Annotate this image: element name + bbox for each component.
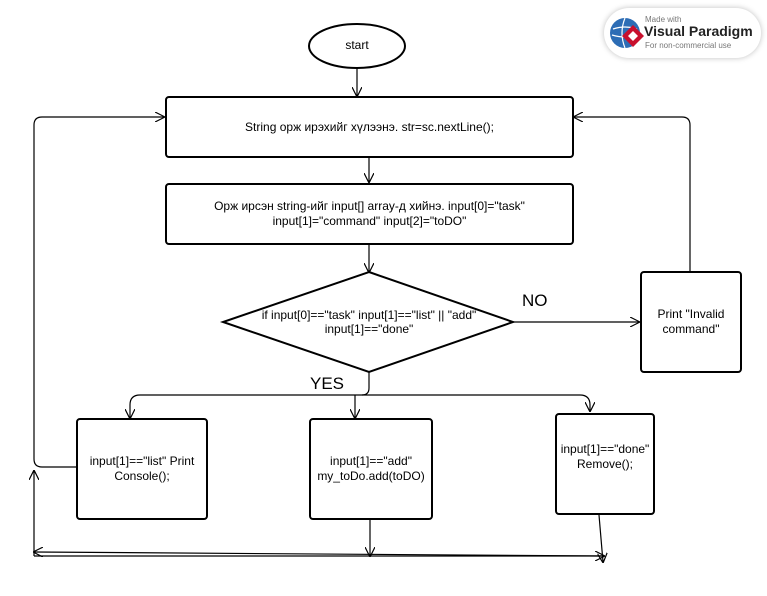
visual-paradigm-watermark: Made with Visual Paradigm For non-commer… <box>604 8 761 58</box>
list-branch-node: input[1]=="list" Print Console(); <box>76 418 208 520</box>
add-branch-node: input[1]=="add" my_toDo.add(toDO) <box>309 418 433 520</box>
start-label: start <box>345 38 369 52</box>
add-branch-text: input[1]=="add" my_toDo.add(toDO) <box>317 454 425 483</box>
edge-yes-trunk <box>130 372 370 418</box>
edge-list-read <box>33 117 164 468</box>
edge-bottom-bar-left <box>34 552 605 556</box>
split-input-text: Орж ирсэн string-ийг input[] array-д хий… <box>214 199 525 228</box>
edge-yes-done <box>362 394 590 411</box>
done-branch-text: input[1]=="done" Remove(); <box>560 442 650 471</box>
done-branch-node: input[1]=="done" Remove(); <box>555 413 655 515</box>
list-branch-text: input[1]=="list" Print Console(); <box>89 454 195 483</box>
watermark-made-with: Made with <box>645 15 682 24</box>
visual-paradigm-logo-icon <box>610 17 644 49</box>
yes-label: YES <box>310 374 345 393</box>
edge-done-bottom <box>599 514 603 562</box>
invalid-command-node: Print "Invalid command" <box>640 271 742 373</box>
start-ellipse <box>308 23 406 69</box>
watermark-brand: Visual Paradigm <box>644 23 753 39</box>
no-label: NO <box>522 291 548 310</box>
invalid-command-text: Print "Invalid command" <box>657 307 725 336</box>
read-input-text: String орж ирэхийг хүлээнэ. str=sc.nextL… <box>245 119 494 134</box>
split-input-node: Орж ирсэн string-ийг input[] array-д хий… <box>165 183 574 245</box>
read-input-node: String орж ирэхийг хүлээнэ. str=sc.nextL… <box>165 96 574 158</box>
watermark-sub: For non-commercial use <box>645 41 732 50</box>
decision-diamond <box>219 270 517 374</box>
decision-text: if input[0]=="task" input[1]=="list" || … <box>261 308 477 336</box>
edge-invalid-read <box>574 117 691 271</box>
